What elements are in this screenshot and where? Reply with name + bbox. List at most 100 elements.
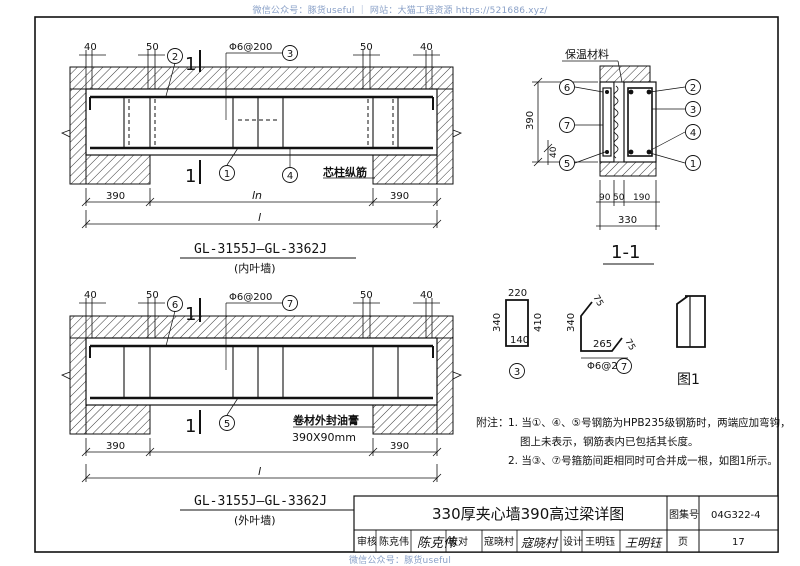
checker-signature: 寇晓村 <box>521 536 559 550</box>
designer-label: 设计 <box>563 535 583 548</box>
inner-leaf-section <box>623 81 657 163</box>
reviewer-signature: 陈克伟 <box>417 535 458 551</box>
designer-name: 王明钰 <box>585 536 615 548</box>
callout-6: 6 <box>172 300 178 311</box>
bar7-hook: 75 <box>590 294 604 309</box>
dim-top-50-left: 50 <box>146 290 159 301</box>
wall-hatch-right <box>436 88 454 185</box>
seal-size: 390X90mm <box>292 431 356 444</box>
section-width: 330 <box>618 215 637 226</box>
section-callout-1: 1 <box>690 159 696 170</box>
section-1-1: 保温材料 390 40 6 <box>525 47 701 265</box>
callout-1: 1 <box>224 169 230 180</box>
checker-label: 校对 <box>448 535 468 548</box>
section-mark-top: 1 <box>185 54 196 75</box>
wall-hatch-top <box>69 66 454 90</box>
watermark-bottom: 微信公众号：豚货useful <box>348 556 452 566</box>
bar7-spacing: Φ6@200 <box>587 361 630 372</box>
callout-3: 3 <box>287 49 293 60</box>
bar7-id: 7 <box>621 362 627 373</box>
dim-top-40-right: 40 <box>420 290 433 301</box>
drawing-title: 330厚夹心墙390高过梁详图 <box>432 505 624 523</box>
dim-overall-l: l <box>258 465 261 478</box>
section-height: 390 <box>525 111 536 130</box>
notes-line3: 2. 当③、⑦号箍筋间距相同时可合并成一根，如图1所示。 <box>508 454 778 467</box>
insulation-label: 保温材料 <box>565 47 609 61</box>
dim-top-40-right: 40 <box>420 42 433 53</box>
section-mark-bottom: 1 <box>185 166 196 187</box>
stirrup-spacing-label: Φ6@200 <box>229 292 272 303</box>
dim-top-50-right: 50 <box>360 290 373 301</box>
fig1-label: 图1 <box>677 372 700 388</box>
bar7-bottom: 265 <box>593 339 612 350</box>
notes: 附注： 1. 当①、④、⑤号钢筋为HPB235级钢筋时，两端应加弯钩， 图上未表… <box>476 415 791 467</box>
bar3-id: 3 <box>514 367 520 378</box>
wall-hatch-left <box>69 337 87 435</box>
page-number: 17 <box>732 537 745 548</box>
section-mark-bottom: 1 <box>185 416 196 437</box>
notes-line2: 图上未表示，钢筋表内已包括其长度。 <box>520 435 699 448</box>
atlas-label: 图集号 <box>669 508 699 521</box>
bar-shapes: 220 340 410 140 3 75 340 265 75 Φ6@200 7… <box>492 288 706 388</box>
bar7-left: 340 <box>566 313 577 332</box>
section-dim-90: 90 <box>599 193 611 203</box>
beam-body <box>85 337 438 406</box>
dim-bottom-ln: ln <box>252 189 262 202</box>
section-callout-7: 7 <box>564 121 570 132</box>
dim-bottom-390-left: 390 <box>106 441 125 452</box>
beam-outer-subtitle: (外叶墙) <box>234 513 276 527</box>
page-label: 页 <box>678 536 688 548</box>
wall-hatch-below <box>599 161 657 177</box>
atlas-number: 04G322-4 <box>711 510 761 521</box>
checker-name: 寇晓村 <box>484 535 514 548</box>
dim-top-40-left: 40 <box>84 290 97 301</box>
section-callout-2: 2 <box>690 83 696 94</box>
designer-signature: 王明钰 <box>625 536 663 550</box>
beam-inner-title: GL-3155J—GL-3362J <box>194 242 327 257</box>
dim-top-50-left: 50 <box>146 42 159 53</box>
bar3-bottom: 140 <box>510 335 529 346</box>
reviewer-label: 审核 <box>357 535 377 548</box>
support-hatch-left <box>85 404 151 435</box>
section-callout-3: 3 <box>690 105 696 116</box>
dim-top-50-right: 50 <box>360 42 373 53</box>
section-gap: 40 <box>549 146 559 158</box>
core-bar-label: 芯柱纵筋 <box>323 165 367 179</box>
dim-top-40-left: 40 <box>84 42 97 53</box>
wall-hatch-left <box>69 88 87 185</box>
section-callout-6: 6 <box>564 83 570 94</box>
section-dim-50: 50 <box>613 193 625 203</box>
support-hatch-right <box>372 154 438 185</box>
stirrup-spacing-label: Φ6@200 <box>229 42 272 53</box>
wall-hatch-top <box>69 315 454 339</box>
bar3-left: 340 <box>492 313 503 332</box>
section-callout-4: 4 <box>690 128 696 139</box>
section-callout-5: 5 <box>564 159 570 170</box>
dim-bottom-390-right: 390 <box>390 191 409 202</box>
seal-label: 卷材外封油膏 <box>292 413 359 427</box>
beam-inner-subtitle: (内叶墙) <box>234 261 276 275</box>
beam-body <box>85 88 438 156</box>
beam-inner-elevation: 40 50 50 40 <box>61 42 462 275</box>
support-hatch-left <box>85 154 151 185</box>
title-block: 330厚夹心墙390高过梁详图 图集号 04G322-4 审核 陈克伟 陈克伟 … <box>353 495 779 553</box>
wall-hatch-right <box>436 337 454 435</box>
callout-2: 2 <box>172 52 178 63</box>
notes-line1: 1. 当①、④、⑤号钢筋为HPB235级钢筋时，两端应加弯钩， <box>508 416 791 429</box>
section-title: 1-1 <box>611 242 640 263</box>
dim-bottom-390-right: 390 <box>390 441 409 452</box>
callout-5: 5 <box>224 419 230 430</box>
callout-7: 7 <box>287 299 293 310</box>
beam-outer-elevation: 40 50 50 40 1 1 Φ6@200 <box>61 290 462 527</box>
dim-bottom-390-left: 390 <box>106 191 125 202</box>
bar3-right: 410 <box>533 313 544 332</box>
section-dim-190: 190 <box>633 193 650 203</box>
bar7-hook2: 75 <box>622 338 636 353</box>
watermark-top: 微信公众号：豚货useful ｜ 网站：大猫工程资源 https://52168… <box>252 6 548 16</box>
callout-4: 4 <box>287 171 293 182</box>
section-mark-top: 1 <box>185 304 196 325</box>
reviewer-name: 陈克伟 <box>379 535 409 548</box>
support-hatch-right <box>372 404 438 435</box>
dim-overall-l: l <box>258 211 261 224</box>
